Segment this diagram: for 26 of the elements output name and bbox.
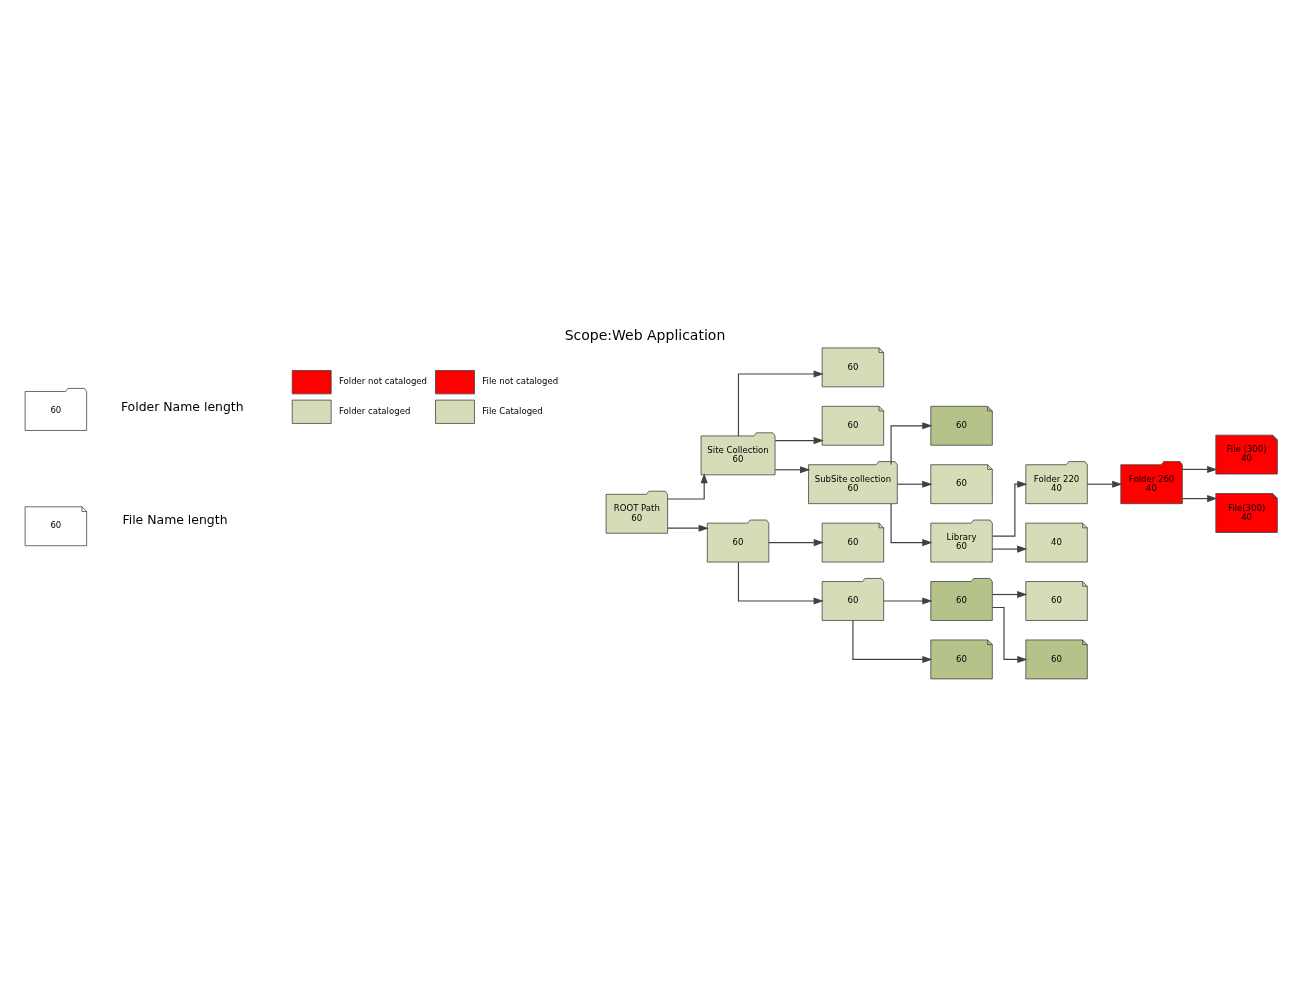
arrow xyxy=(992,480,1028,537)
arrow xyxy=(890,503,933,547)
arrow xyxy=(737,370,824,437)
legend-label: Folder not cataloged xyxy=(338,376,428,387)
legend-label: File not cataloged xyxy=(482,376,559,387)
node-label: File Name length xyxy=(122,511,228,527)
diagram-title: Scope:Web Application xyxy=(564,327,726,344)
arrow xyxy=(1086,480,1123,488)
arrow xyxy=(774,437,824,445)
arrow xyxy=(991,545,1028,553)
arrow xyxy=(991,606,1028,663)
arrow xyxy=(737,561,824,605)
arrow xyxy=(1181,465,1218,473)
arrow xyxy=(896,480,933,488)
arrow xyxy=(883,597,933,605)
arrow xyxy=(991,590,1028,599)
arrow xyxy=(890,422,933,465)
arrow xyxy=(774,466,811,474)
legend-label: File Cataloged xyxy=(482,405,543,416)
arrow xyxy=(667,524,709,532)
arrow xyxy=(1181,495,1218,503)
legend-label: Folder cataloged xyxy=(338,405,411,416)
node-label: Folder Name length xyxy=(120,398,244,414)
arrow xyxy=(852,620,933,663)
arrow xyxy=(768,539,824,547)
arrow xyxy=(667,473,708,500)
